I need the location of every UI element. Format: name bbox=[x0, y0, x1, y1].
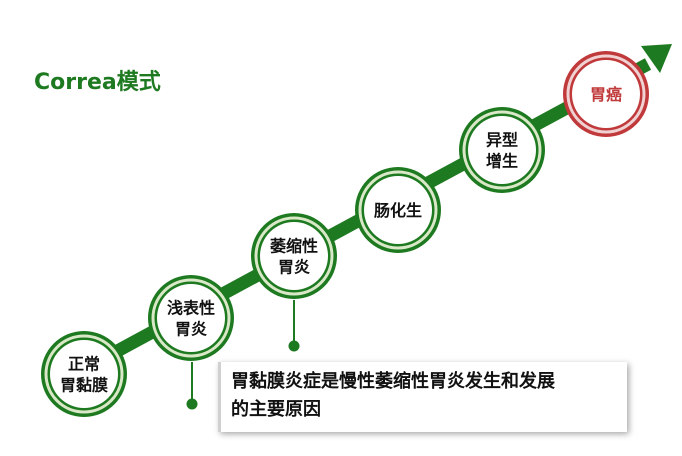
stage-inner-ring bbox=[254, 216, 334, 296]
stage-label: 增生 bbox=[486, 152, 518, 171]
stage-face bbox=[260, 222, 328, 290]
stage-inner-ring bbox=[44, 334, 124, 414]
stage-inner-ring bbox=[462, 110, 542, 190]
stage-node-3: 萎缩性胃炎 bbox=[251, 213, 337, 299]
stage-inner-ring bbox=[358, 170, 438, 250]
stage-label: 胃癌 bbox=[590, 85, 622, 104]
stage-label: 肠化生 bbox=[374, 201, 422, 220]
stage-face bbox=[157, 284, 225, 352]
stage-label: 胃黏膜 bbox=[60, 376, 108, 395]
stage-inner-ring bbox=[566, 54, 646, 134]
note-text: 胃黏膜炎症是慢性萎缩性胃炎发生和发展 的主要原因 bbox=[231, 368, 623, 424]
stage-label: 异型 bbox=[486, 131, 518, 150]
stage-label: 胃炎 bbox=[278, 258, 310, 277]
connector-dot-2 bbox=[288, 340, 300, 352]
progression-arrow-shaft bbox=[56, 58, 652, 388]
stage-inner-ring bbox=[151, 278, 231, 358]
stage-label: 浅表性 bbox=[167, 299, 215, 318]
note-line-2: 的主要原因 bbox=[231, 399, 321, 420]
connector-dot-1 bbox=[186, 398, 198, 410]
stage-face bbox=[364, 176, 432, 244]
stage-node-4: 肠化生 bbox=[355, 167, 441, 253]
page-title: Correa模式 bbox=[34, 70, 161, 95]
stage-face bbox=[572, 60, 640, 128]
note-line-1: 胃黏膜炎症是慢性萎缩性胃炎发生和发展 bbox=[231, 371, 555, 392]
stage-label: 萎缩性 bbox=[269, 237, 318, 256]
stage-node-6: 胃癌 bbox=[563, 51, 649, 137]
note-box: 胃黏膜炎症是慢性萎缩性胃炎发生和发展 的主要原因 bbox=[218, 362, 627, 432]
progression-arrowhead bbox=[641, 44, 672, 73]
stage-label: 正常 bbox=[68, 355, 100, 374]
stage-face bbox=[468, 116, 536, 184]
stage-label: 胃炎 bbox=[175, 320, 207, 339]
stage-face bbox=[50, 340, 118, 408]
